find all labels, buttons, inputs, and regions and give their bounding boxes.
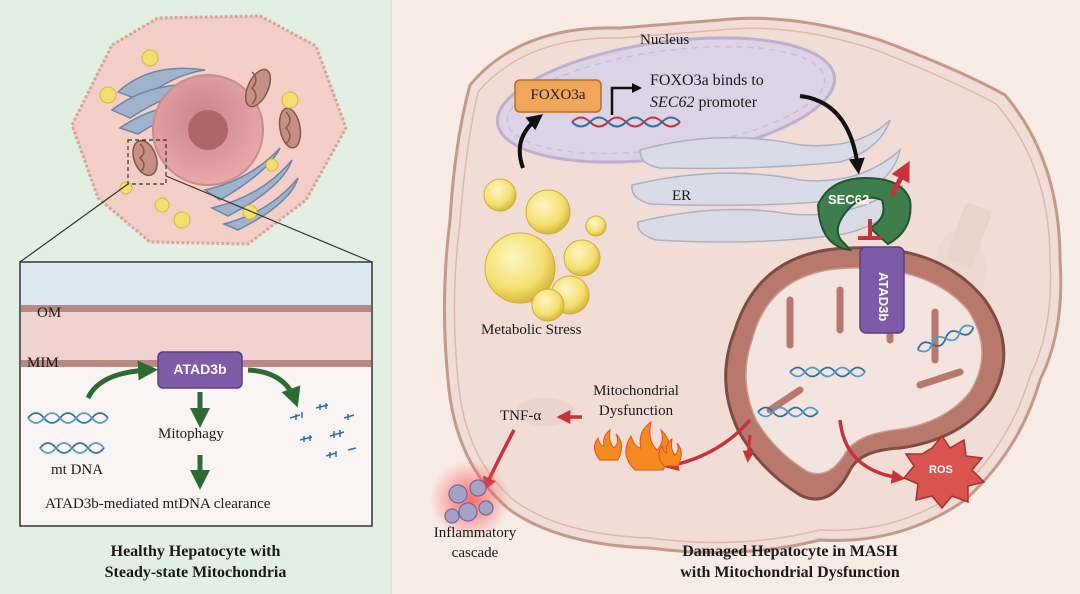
metabolic-stress-label: Metabolic Stress: [481, 322, 582, 338]
mash-caption-line2: with Mitochondrial Dysfunction: [680, 564, 900, 581]
foxo3a-binds-line1: FOXO3a binds to: [650, 72, 764, 89]
om-label: OM: [37, 305, 62, 321]
degraded-mtdna-fragments: [289, 403, 357, 458]
mtdna-clearance-label: ATAD3b-mediated mtDNA clearance: [45, 496, 271, 512]
foxo3a-label: FOXO3a: [530, 87, 586, 103]
flame-icon: [594, 420, 682, 471]
tnf-alpha-label: TNF-α: [500, 408, 542, 424]
atad3b-label: ATAD3b: [173, 361, 227, 377]
healthy-hepatocyte: [70, 14, 348, 246]
sec62-promoter-dna: [571, 116, 681, 128]
mito-dysfunction-line1: Mitochondrial: [593, 383, 679, 399]
sec62-label: SEC62: [828, 192, 870, 207]
mitochondria-inset: [19, 261, 373, 527]
foxo3a-binds-line2: SEC62 promoter: [650, 94, 757, 112]
mtdna-label: mt DNA: [51, 462, 104, 478]
ros-burst: [902, 434, 986, 510]
mim-label: MIM: [27, 355, 59, 371]
mito-dysfunction-line2: Dysfunction: [598, 403, 674, 419]
inflammatory-line2: cascade: [451, 545, 499, 561]
damaged-hepatocyte: [430, 16, 1063, 554]
mtdna-in-mitochondrion: [757, 324, 975, 418]
sec62-protein: [816, 176, 912, 252]
nucleus-label: Nucleus: [640, 32, 690, 48]
atad3b-vertical-label: ATAD3b: [876, 272, 891, 322]
atad3b-protein-box: [157, 351, 243, 389]
foxo3a-box: [514, 79, 602, 113]
immune-cells: [444, 479, 494, 524]
mitophagy-label: Mitophagy: [158, 426, 224, 442]
ros-label: ROS: [929, 464, 953, 476]
mash-caption-line1: Damaged Hepatocyte in MASH: [682, 543, 898, 560]
sec62-gene-name: SEC62: [650, 94, 695, 111]
atad3b-protein-box: [859, 246, 905, 334]
healthy-caption-line2: Steady-state Mitochondria: [104, 564, 287, 581]
lipid-droplets: [483, 178, 607, 322]
promoter-word: promoter: [694, 94, 758, 111]
healthy-caption-line1: Healthy Hepatocyte with: [110, 543, 281, 560]
mtdna-helix: [27, 412, 109, 454]
er-label: ER: [672, 188, 692, 204]
inflammatory-line1: Inflammatory: [433, 525, 517, 541]
outer-membrane: [21, 305, 371, 312]
